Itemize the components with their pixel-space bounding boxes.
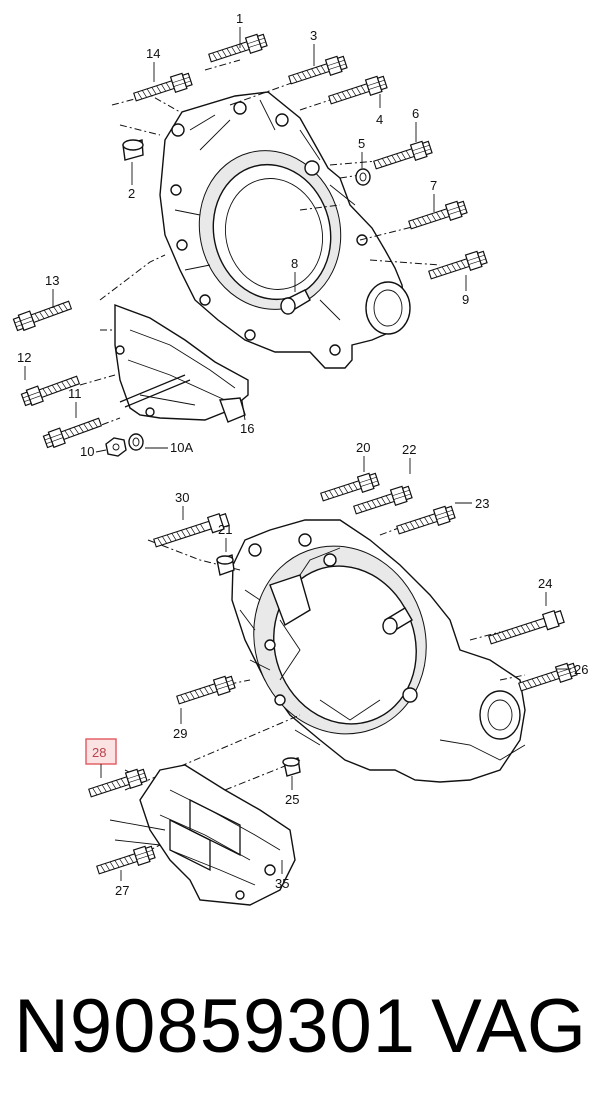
callouts: 1 14 3 4 2 5 6 7 8 9 13 12 11 10 10A 16 … (17, 11, 588, 898)
callout-3: 3 (310, 28, 317, 43)
callout-6: 6 (412, 106, 419, 121)
callout-10: 10 (80, 444, 94, 459)
callout-4: 4 (376, 112, 383, 127)
callout-21: 21 (218, 522, 232, 537)
callout-25: 25 (285, 792, 299, 807)
callout-16: 16 (240, 421, 254, 436)
lower-bolts (86, 470, 579, 879)
callout-2: 2 (128, 186, 135, 201)
callout-12: 12 (17, 350, 31, 365)
lower-bell-housing (231, 519, 526, 783)
footer: N90859301 VAG (0, 960, 600, 1093)
upper-leader-lines (79, 59, 441, 431)
callout-9: 9 (462, 292, 469, 307)
callout-28: 28 (92, 745, 106, 760)
callout-28-highlight (85, 738, 117, 765)
callout-11: 11 (68, 386, 82, 401)
callout-35: 35 (275, 876, 289, 891)
callout-29: 29 (173, 726, 187, 741)
exploded-parts-diagram: 1 14 3 4 2 5 6 7 8 9 13 12 11 10 10A 16 … (12, 11, 588, 906)
callout-5: 5 (358, 136, 365, 151)
callout-27: 27 (115, 883, 129, 898)
upper-plate (114, 303, 249, 423)
callout-7: 7 (430, 178, 437, 193)
callout-14: 14 (146, 46, 160, 61)
callout-22: 22 (402, 442, 416, 457)
part-number: N90859301 (14, 984, 417, 1069)
callout-23: 23 (475, 496, 489, 511)
callout-30: 30 (175, 490, 189, 505)
callout-10a: 10A (170, 440, 193, 455)
upper-bolts (12, 31, 489, 457)
callout-13: 13 (45, 273, 59, 288)
callout-1: 1 (236, 11, 243, 26)
brand-label: VAG (431, 984, 586, 1069)
callout-20: 20 (356, 440, 370, 455)
callout-8: 8 (291, 256, 298, 271)
lower-plate (109, 764, 296, 906)
callout-26: 26 (574, 662, 588, 677)
callout-24: 24 (538, 576, 552, 591)
upper-bell-housing (159, 91, 411, 369)
bolt-28 (86, 766, 149, 802)
